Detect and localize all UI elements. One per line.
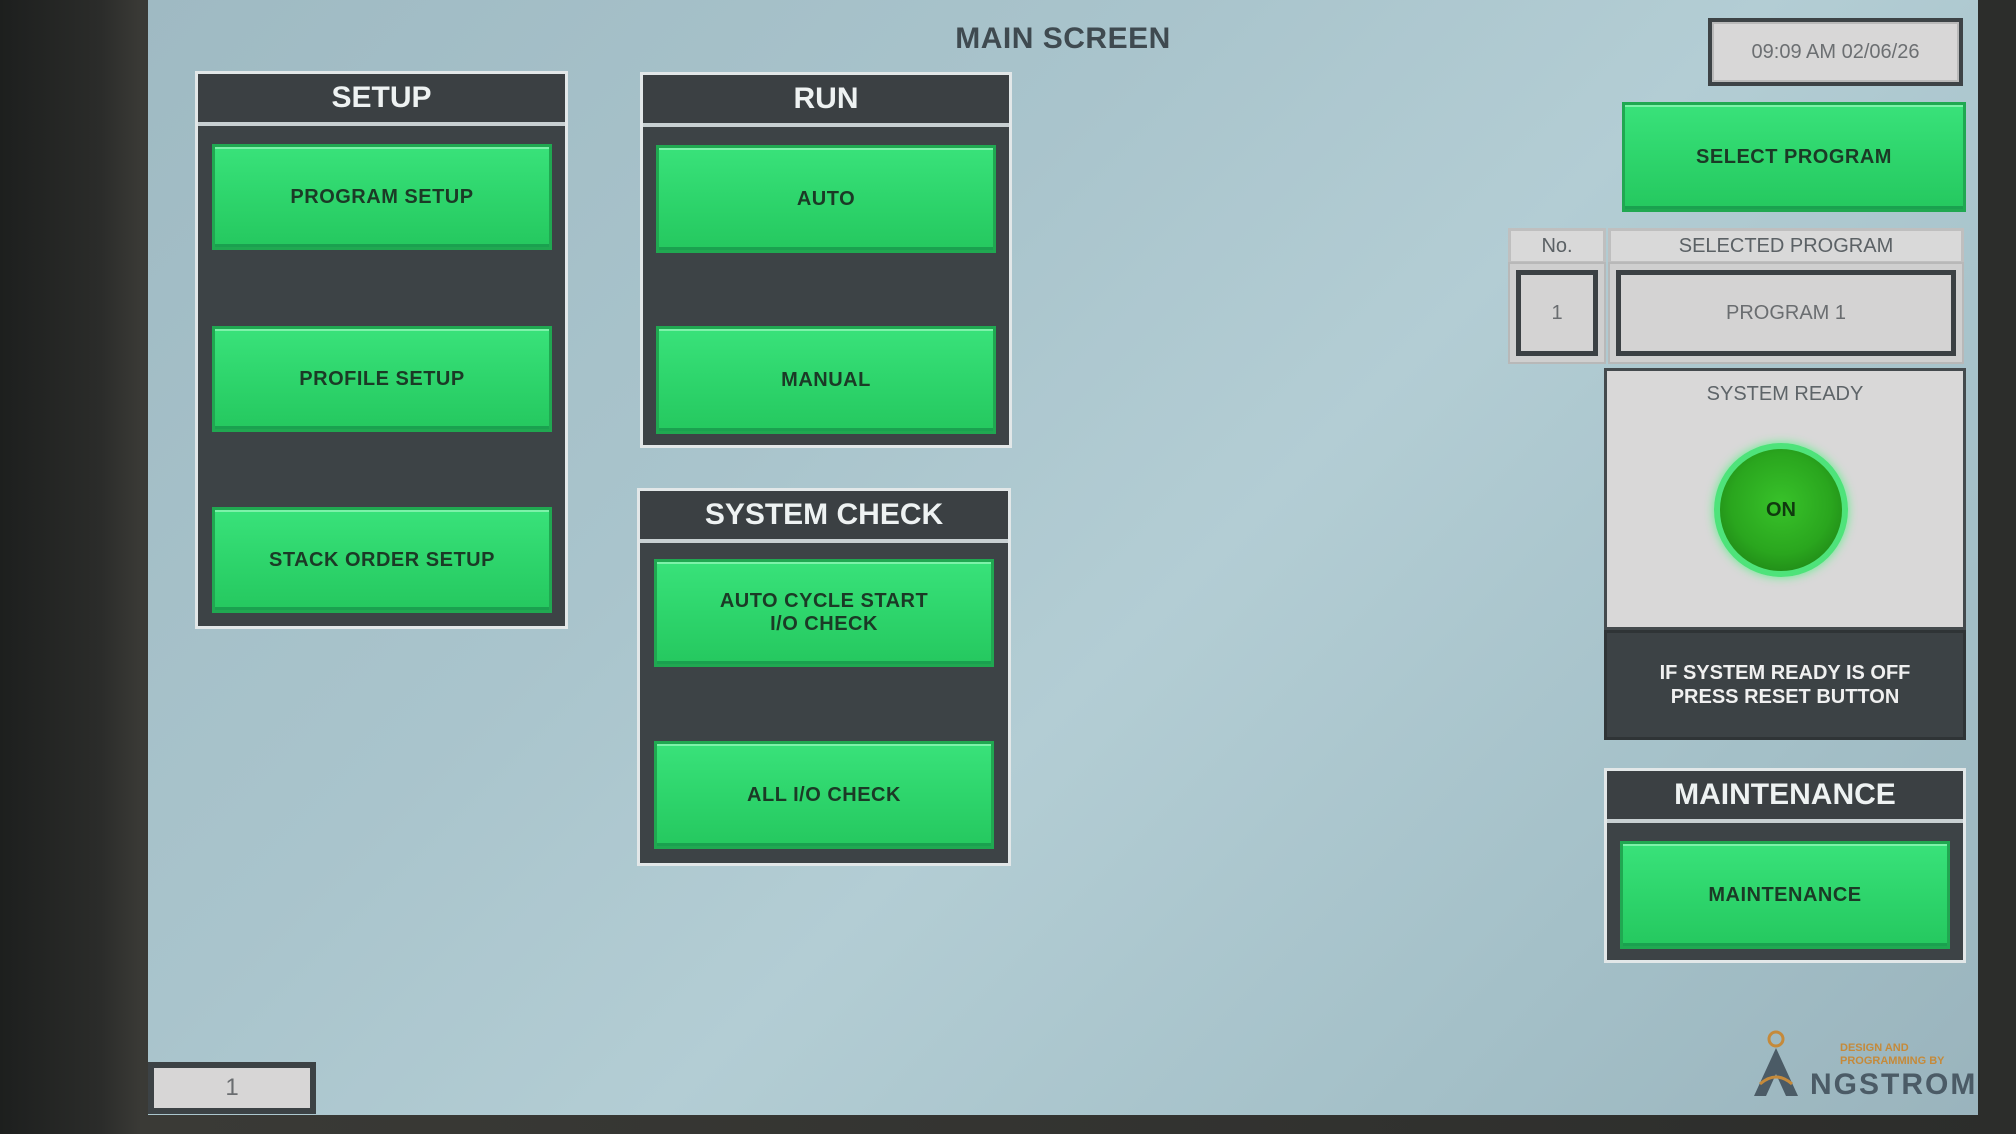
maintenance-panel: MAINTENANCE MAINTENANCE xyxy=(1604,768,1966,963)
datetime-display: 09:09 AM 02/06/26 xyxy=(1708,18,1963,86)
stack-order-setup-button[interactable]: STACK ORDER SETUP xyxy=(212,507,552,613)
setup-panel-header: SETUP xyxy=(198,74,565,126)
auto-button[interactable]: AUTO xyxy=(656,145,996,253)
selected-program-value: PROGRAM 1 xyxy=(1616,270,1956,356)
manual-button[interactable]: MANUAL xyxy=(656,326,996,434)
hmi-screen: MAIN SCREEN 09:09 AM 02/06/26 SETUP PROG… xyxy=(148,0,1978,1115)
system-ready-panel: SYSTEM READY ON xyxy=(1604,368,1966,630)
system-ready-label: SYSTEM READY xyxy=(1706,383,1864,405)
program-setup-button[interactable]: PROGRAM SETUP xyxy=(212,144,552,250)
auto-cycle-start-io-check-button[interactable]: AUTO CYCLE START I/O CHECK xyxy=(654,559,994,667)
angstrom-logo-mark-icon xyxy=(1754,1030,1798,1096)
selected-program-field: PROGRAM 1 xyxy=(1608,262,1964,364)
maintenance-button[interactable]: MAINTENANCE xyxy=(1620,841,1950,949)
datetime-text: 09:09 AM 02/06/26 xyxy=(1712,22,1959,82)
program-number-value: 1 xyxy=(1516,270,1598,356)
profile-setup-button[interactable]: PROFILE SETUP xyxy=(212,326,552,432)
program-number-field: 1 xyxy=(1508,262,1606,364)
page-number-value: 1 xyxy=(154,1068,310,1108)
logo-small-text: DESIGN AND PROGRAMMING BY xyxy=(1840,1042,1945,1067)
maintenance-panel-header: MAINTENANCE xyxy=(1607,771,1963,823)
system-check-panel: SYSTEM CHECK AUTO CYCLE START I/O CHECK … xyxy=(637,488,1011,866)
selected-program-header: SELECTED PROGRAM xyxy=(1608,228,1964,264)
system-check-panel-header: SYSTEM CHECK xyxy=(640,491,1008,543)
page-title: MAIN SCREEN xyxy=(955,22,1171,55)
program-no-header: No. xyxy=(1508,228,1606,264)
system-ready-notice: IF SYSTEM READY IS OFF PRESS RESET BUTTO… xyxy=(1604,630,1966,740)
system-ready-indicator-lamp: ON xyxy=(1714,443,1848,577)
run-panel-header: RUN xyxy=(643,75,1009,127)
angstrom-logo: DESIGN AND PROGRAMMING BY NGSTROM xyxy=(1748,1030,1975,1101)
page-number-display: 1 xyxy=(148,1062,316,1114)
setup-panel: SETUP PROGRAM SETUP PROFILE SETUP STACK … xyxy=(195,71,568,629)
logo-wordmark: NGSTROM xyxy=(1810,1068,1978,1101)
select-program-button[interactable]: SELECT PROGRAM xyxy=(1622,102,1966,212)
run-panel: RUN AUTO MANUAL xyxy=(640,72,1012,448)
all-io-check-button[interactable]: ALL I/O CHECK xyxy=(654,741,994,849)
